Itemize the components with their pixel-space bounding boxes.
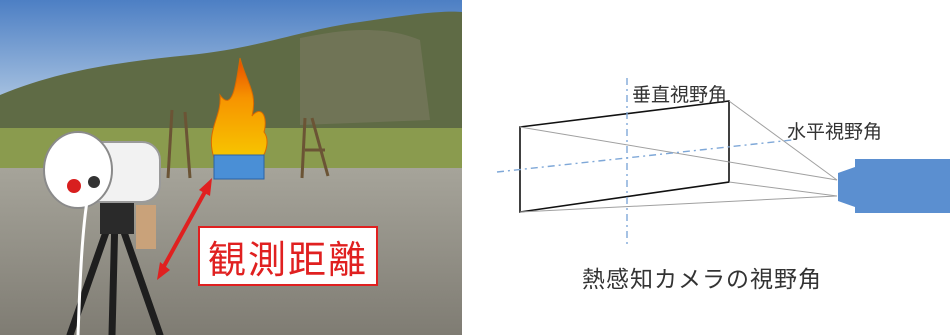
fire-pan [213,154,265,180]
horizontal-fov-label: 水平視野角 [787,121,883,143]
diagram-caption: 熱感知カメラの視野角 [582,267,822,293]
distance-arrow-head-far [199,178,212,196]
field-photo [0,0,462,335]
camera-cable [76,194,90,335]
vertical-fov-label: 垂直視野角 [632,84,728,106]
tripod-head [100,200,134,234]
hill-rock [300,29,430,126]
camera-box [855,159,950,213]
projection-lines [519,100,838,213]
camera-lens [838,167,855,207]
fov-diagram [496,78,950,245]
tripod-stand-far-left [166,109,192,179]
horizontal-axis [496,139,793,173]
observation-distance-label: 観測距離 [198,226,378,286]
tripod-stand-far-right [300,117,330,179]
camera-front [43,131,113,209]
mount-block [136,205,156,249]
distance-arrow [161,189,208,269]
distance-arrow-head-near [157,262,170,280]
tripod [66,211,164,335]
camera-red-button [67,179,81,193]
fire-flames [210,57,268,159]
camera-dial [88,176,100,188]
